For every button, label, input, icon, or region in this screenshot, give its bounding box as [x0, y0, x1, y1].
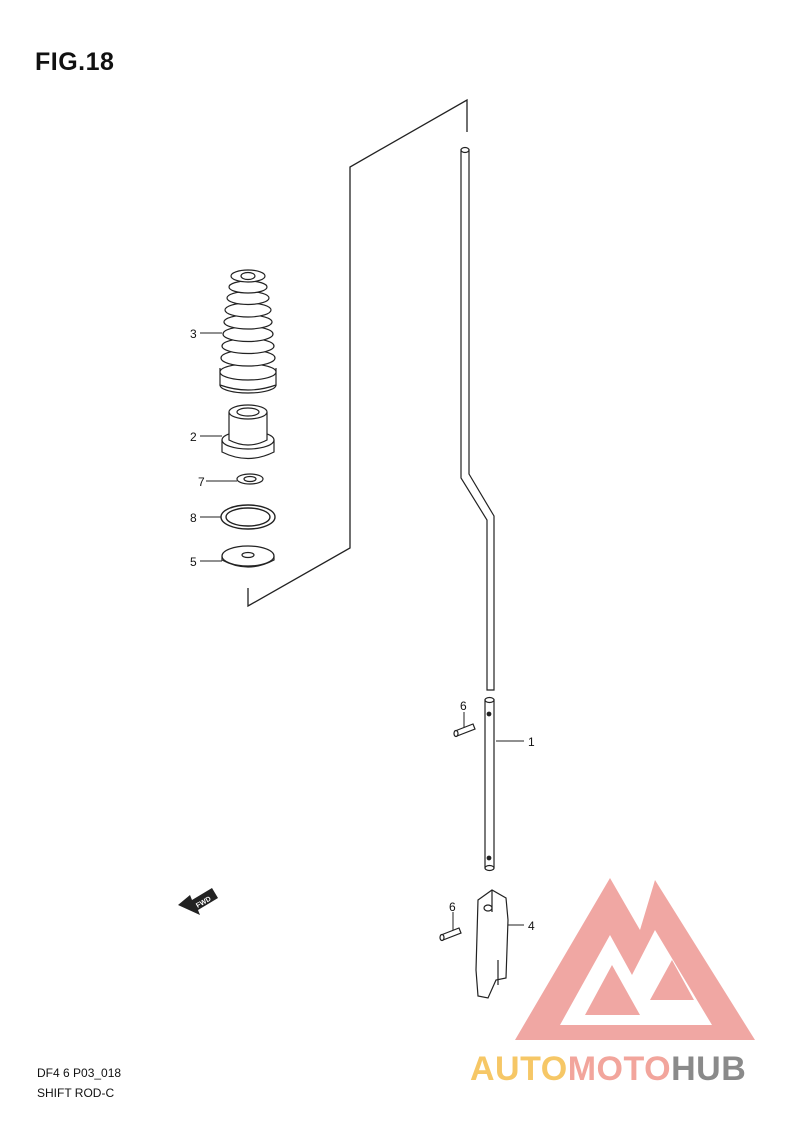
watermark-logo [515, 878, 755, 1040]
watermark-word-moto: MOTO [567, 1050, 672, 1088]
o-ring [220, 504, 276, 530]
watermark-wordmark: AUTOMOTOHUB [470, 1050, 746, 1089]
part-number-3: 3 [190, 327, 197, 341]
shift-rod [460, 146, 495, 872]
pin-lower [439, 927, 462, 942]
diagram-code: DF4 6 P03_018 [37, 1066, 122, 1080]
watermark-word-hub: HUB [671, 1050, 747, 1088]
part-number-4: 4 [528, 919, 535, 933]
forward-direction-arrow-icon: FWD [178, 888, 218, 915]
figure-title: FIG.18 [35, 48, 115, 76]
part-number-5: 5 [190, 555, 197, 569]
watermark-word-auto: AUTO [470, 1050, 568, 1088]
part-number-2: 2 [190, 430, 197, 444]
small-washer [236, 473, 264, 485]
grommet [221, 404, 275, 460]
pin-upper [453, 723, 476, 738]
shift-lever [475, 889, 509, 999]
diagram-name: SHIFT ROD-C [37, 1086, 115, 1100]
flat-washer [221, 545, 275, 568]
part-number-6-lower: 6 [449, 900, 456, 914]
part-number-7: 7 [198, 475, 205, 489]
leader-lines [200, 332, 524, 930]
rubber-boot [219, 269, 277, 394]
part-number-8: 8 [190, 511, 197, 525]
part-number-6-upper: 6 [460, 699, 467, 713]
assembly-bracket [247, 98, 468, 608]
part-number-1: 1 [528, 735, 535, 749]
